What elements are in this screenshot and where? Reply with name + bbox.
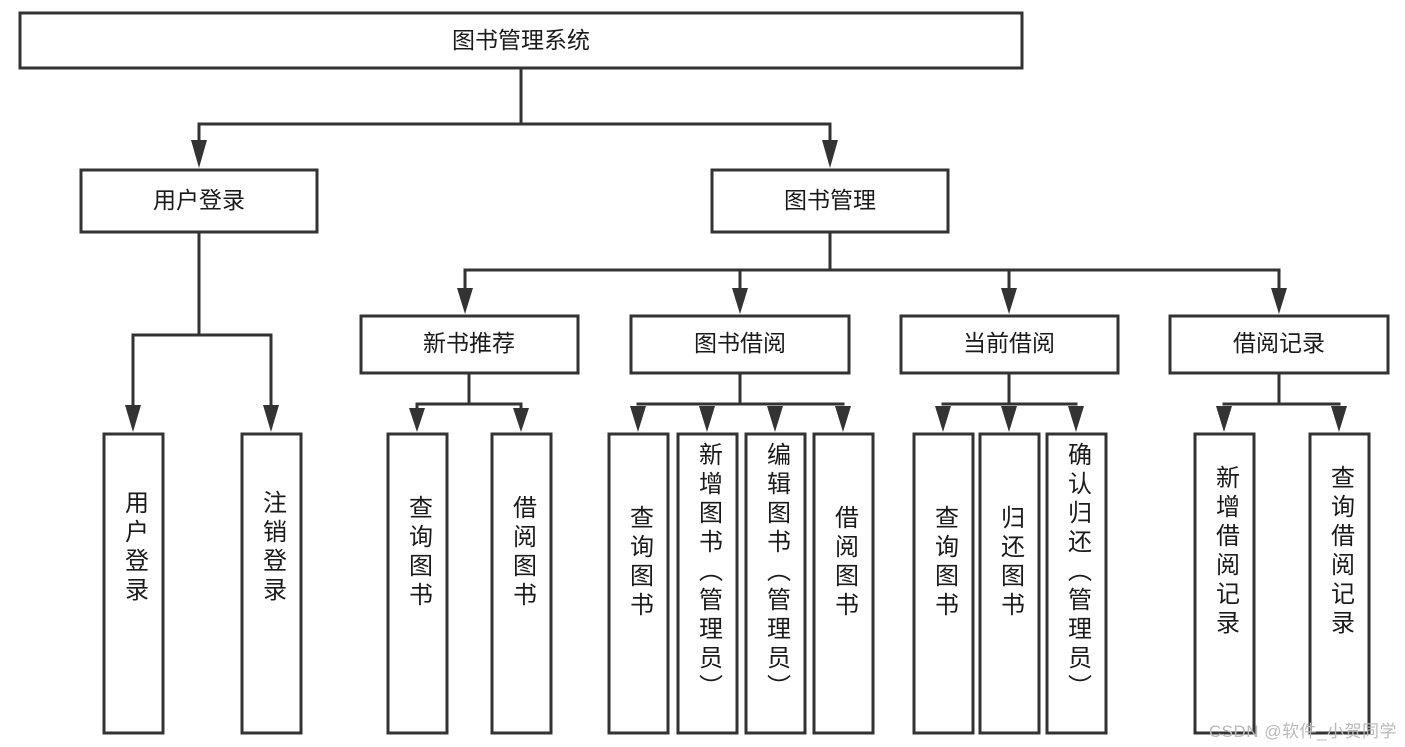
node-user-login-box[interactable] bbox=[79, 168, 319, 234]
node-borrow-record-label: 借阅记录 bbox=[1233, 330, 1325, 356]
connector-group-new-book-recommend bbox=[409, 371, 529, 432]
node-new-book-recommend[interactable]: 新书推荐 bbox=[359, 314, 580, 375]
arrowhead-cb-leaf-2 bbox=[1001, 406, 1017, 432]
node-user-login-label: 用户登录 bbox=[153, 187, 245, 213]
node-new-book-recommend-label: 新书推荐 bbox=[423, 330, 515, 356]
node-root[interactable]: 图书管理系统 bbox=[18, 11, 1024, 70]
node-book-borrow-box[interactable] bbox=[629, 314, 851, 375]
connector-group-user-login bbox=[125, 230, 279, 432]
leaf-box-user-login-1[interactable] bbox=[102, 432, 165, 735]
arrowhead-nbr-leaf-2 bbox=[513, 408, 529, 432]
node-book-borrow[interactable]: 图书借阅 bbox=[629, 314, 851, 375]
node-book-management-box[interactable] bbox=[710, 168, 950, 234]
node-new-book-recommend-box[interactable] bbox=[359, 314, 580, 375]
arrowhead-bb-leaf-3 bbox=[767, 406, 783, 432]
leaf-box-new-book-recommend-2[interactable] bbox=[490, 432, 553, 735]
leaf-box-book-borrow-4[interactable] bbox=[812, 432, 875, 735]
leaf-box-current-borrow-3[interactable] bbox=[1045, 432, 1108, 735]
node-book-management[interactable]: 图书管理 bbox=[710, 168, 950, 234]
arrowhead-nbr-leaf-1 bbox=[409, 408, 425, 432]
leaf-box-borrow-record-2[interactable] bbox=[1308, 432, 1371, 735]
arrowhead-bb-leaf-1 bbox=[630, 406, 646, 432]
arrowhead-br-leaf-2 bbox=[1331, 406, 1347, 432]
arrowhead-leaf-user-login bbox=[125, 405, 141, 432]
leaf-box-book-borrow-2[interactable] bbox=[676, 432, 739, 735]
arrowhead-new-book-recommend bbox=[457, 288, 473, 314]
connector-group-book-mgmt bbox=[457, 230, 1287, 314]
arrowhead-cb-leaf-1 bbox=[935, 406, 951, 432]
connector-group-book-borrow bbox=[630, 371, 851, 432]
arrowhead-user-login bbox=[191, 140, 207, 168]
leaf-box-book-borrow-1[interactable] bbox=[607, 432, 670, 735]
leaf-box-current-borrow-2[interactable] bbox=[978, 432, 1041, 735]
node-book-borrow-label: 图书借阅 bbox=[694, 330, 786, 356]
leaf-box-new-book-recommend-1[interactable] bbox=[386, 432, 449, 735]
arrowhead-borrow-record bbox=[1271, 288, 1287, 314]
arrowhead-current-borrow bbox=[1001, 288, 1017, 314]
arrowhead-leaf-logout bbox=[263, 405, 279, 432]
connector-group-current-borrow bbox=[935, 371, 1084, 432]
arrowhead-book-mgmt bbox=[822, 140, 838, 168]
leaf-box-current-borrow-1[interactable] bbox=[912, 432, 975, 735]
arrowhead-bb-leaf-2 bbox=[699, 406, 715, 432]
node-root-label: 图书管理系统 bbox=[452, 27, 590, 53]
node-current-borrow[interactable]: 当前借阅 bbox=[899, 314, 1120, 375]
connector-group-borrow-record bbox=[1216, 371, 1347, 432]
node-book-management-label: 图书管理 bbox=[784, 187, 876, 213]
arrowhead-cb-leaf-3 bbox=[1068, 406, 1084, 432]
node-current-borrow-box[interactable] bbox=[899, 314, 1120, 375]
arrowhead-book-borrow bbox=[732, 288, 748, 314]
leaf-box-user-login-2[interactable] bbox=[240, 432, 303, 735]
node-root-box[interactable] bbox=[18, 11, 1024, 70]
node-borrow-record[interactable]: 借阅记录 bbox=[1168, 314, 1390, 375]
node-user-login[interactable]: 用户登录 bbox=[79, 168, 319, 234]
watermark-text: CSDN @软件_小贺同学 bbox=[1208, 722, 1397, 741]
leaf-box-book-borrow-3[interactable] bbox=[744, 432, 807, 735]
connector-group-root bbox=[191, 66, 838, 168]
node-borrow-record-box[interactable] bbox=[1168, 314, 1390, 375]
arrowhead-bb-leaf-4 bbox=[835, 406, 851, 432]
arrowhead-br-leaf-1 bbox=[1216, 406, 1232, 432]
leaf-box-borrow-record-1[interactable] bbox=[1193, 432, 1256, 735]
node-current-borrow-label: 当前借阅 bbox=[963, 330, 1055, 356]
